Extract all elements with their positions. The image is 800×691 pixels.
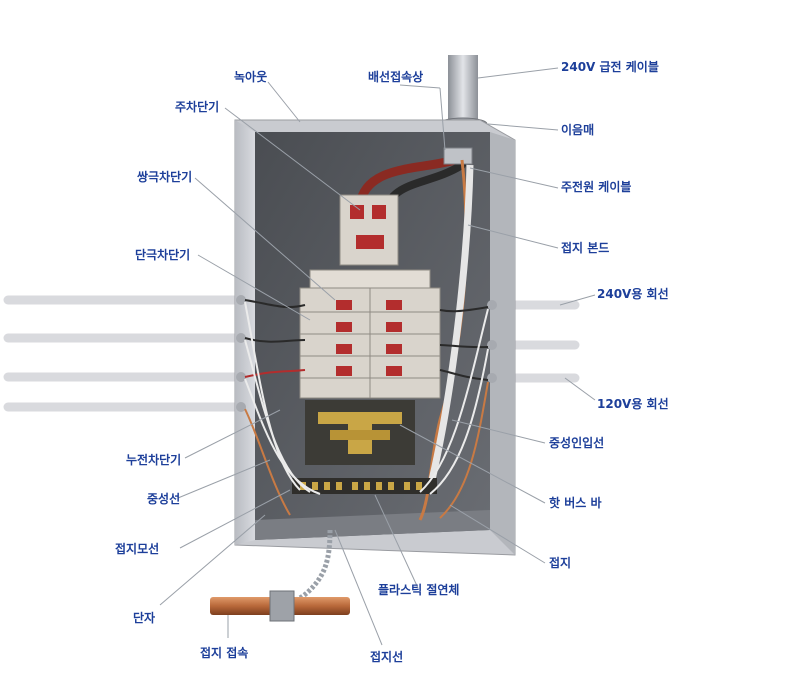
service-entry <box>443 147 473 165</box>
label-hot-bus-bar: 핫 버스 바 <box>549 496 602 510</box>
label-240v-circuit: 240V용 회선 <box>597 287 669 301</box>
breaker-stack <box>299 269 441 399</box>
label-main-breaker: 주차단기 <box>175 100 220 114</box>
label-neutral-wire: 중성선 <box>147 492 181 506</box>
conduit-pipe <box>448 55 478 125</box>
label-120v-circuit: 120V용 회선 <box>597 397 669 411</box>
label-feed-cable: 240V 급전 케이블 <box>561 60 659 74</box>
label-knockout: 녹아웃 <box>234 70 268 84</box>
neutral-bus <box>292 478 437 494</box>
hot-bus-bar <box>305 400 415 465</box>
left-cables <box>3 295 243 412</box>
label-ground-bus: 접지모선 <box>115 542 160 556</box>
label-gfci-breaker: 누전차단기 <box>126 453 182 467</box>
ground-conduit <box>281 529 333 608</box>
label-neutral-service: 중성인입선 <box>549 436 605 450</box>
neutral-service-wire <box>428 164 474 481</box>
label-double-pole-breaker: 쌍극차단기 <box>137 170 193 184</box>
label-lug: 배선접속상 <box>368 70 424 84</box>
main-breaker <box>339 194 399 266</box>
label-plastic-insulator: 플라스틱 절연체 <box>378 583 460 597</box>
label-single-pole-breaker: 단극차단기 <box>135 248 191 262</box>
label-conduit-nut: 이음매 <box>561 123 595 137</box>
label-ground: 접지 <box>549 556 572 570</box>
label-terminal: 단자 <box>133 611 156 625</box>
leader-lines <box>159 67 596 646</box>
label-ground-clamp: 접지 접속 <box>200 646 249 660</box>
label-service-cable: 주전원 케이블 <box>561 180 632 194</box>
ground-clamp <box>269 590 295 622</box>
label-ground-bond: 접지 본드 <box>561 241 610 255</box>
internal-wires <box>244 299 489 519</box>
knockouts <box>236 295 497 412</box>
label-ground-wire: 접지선 <box>370 650 404 664</box>
